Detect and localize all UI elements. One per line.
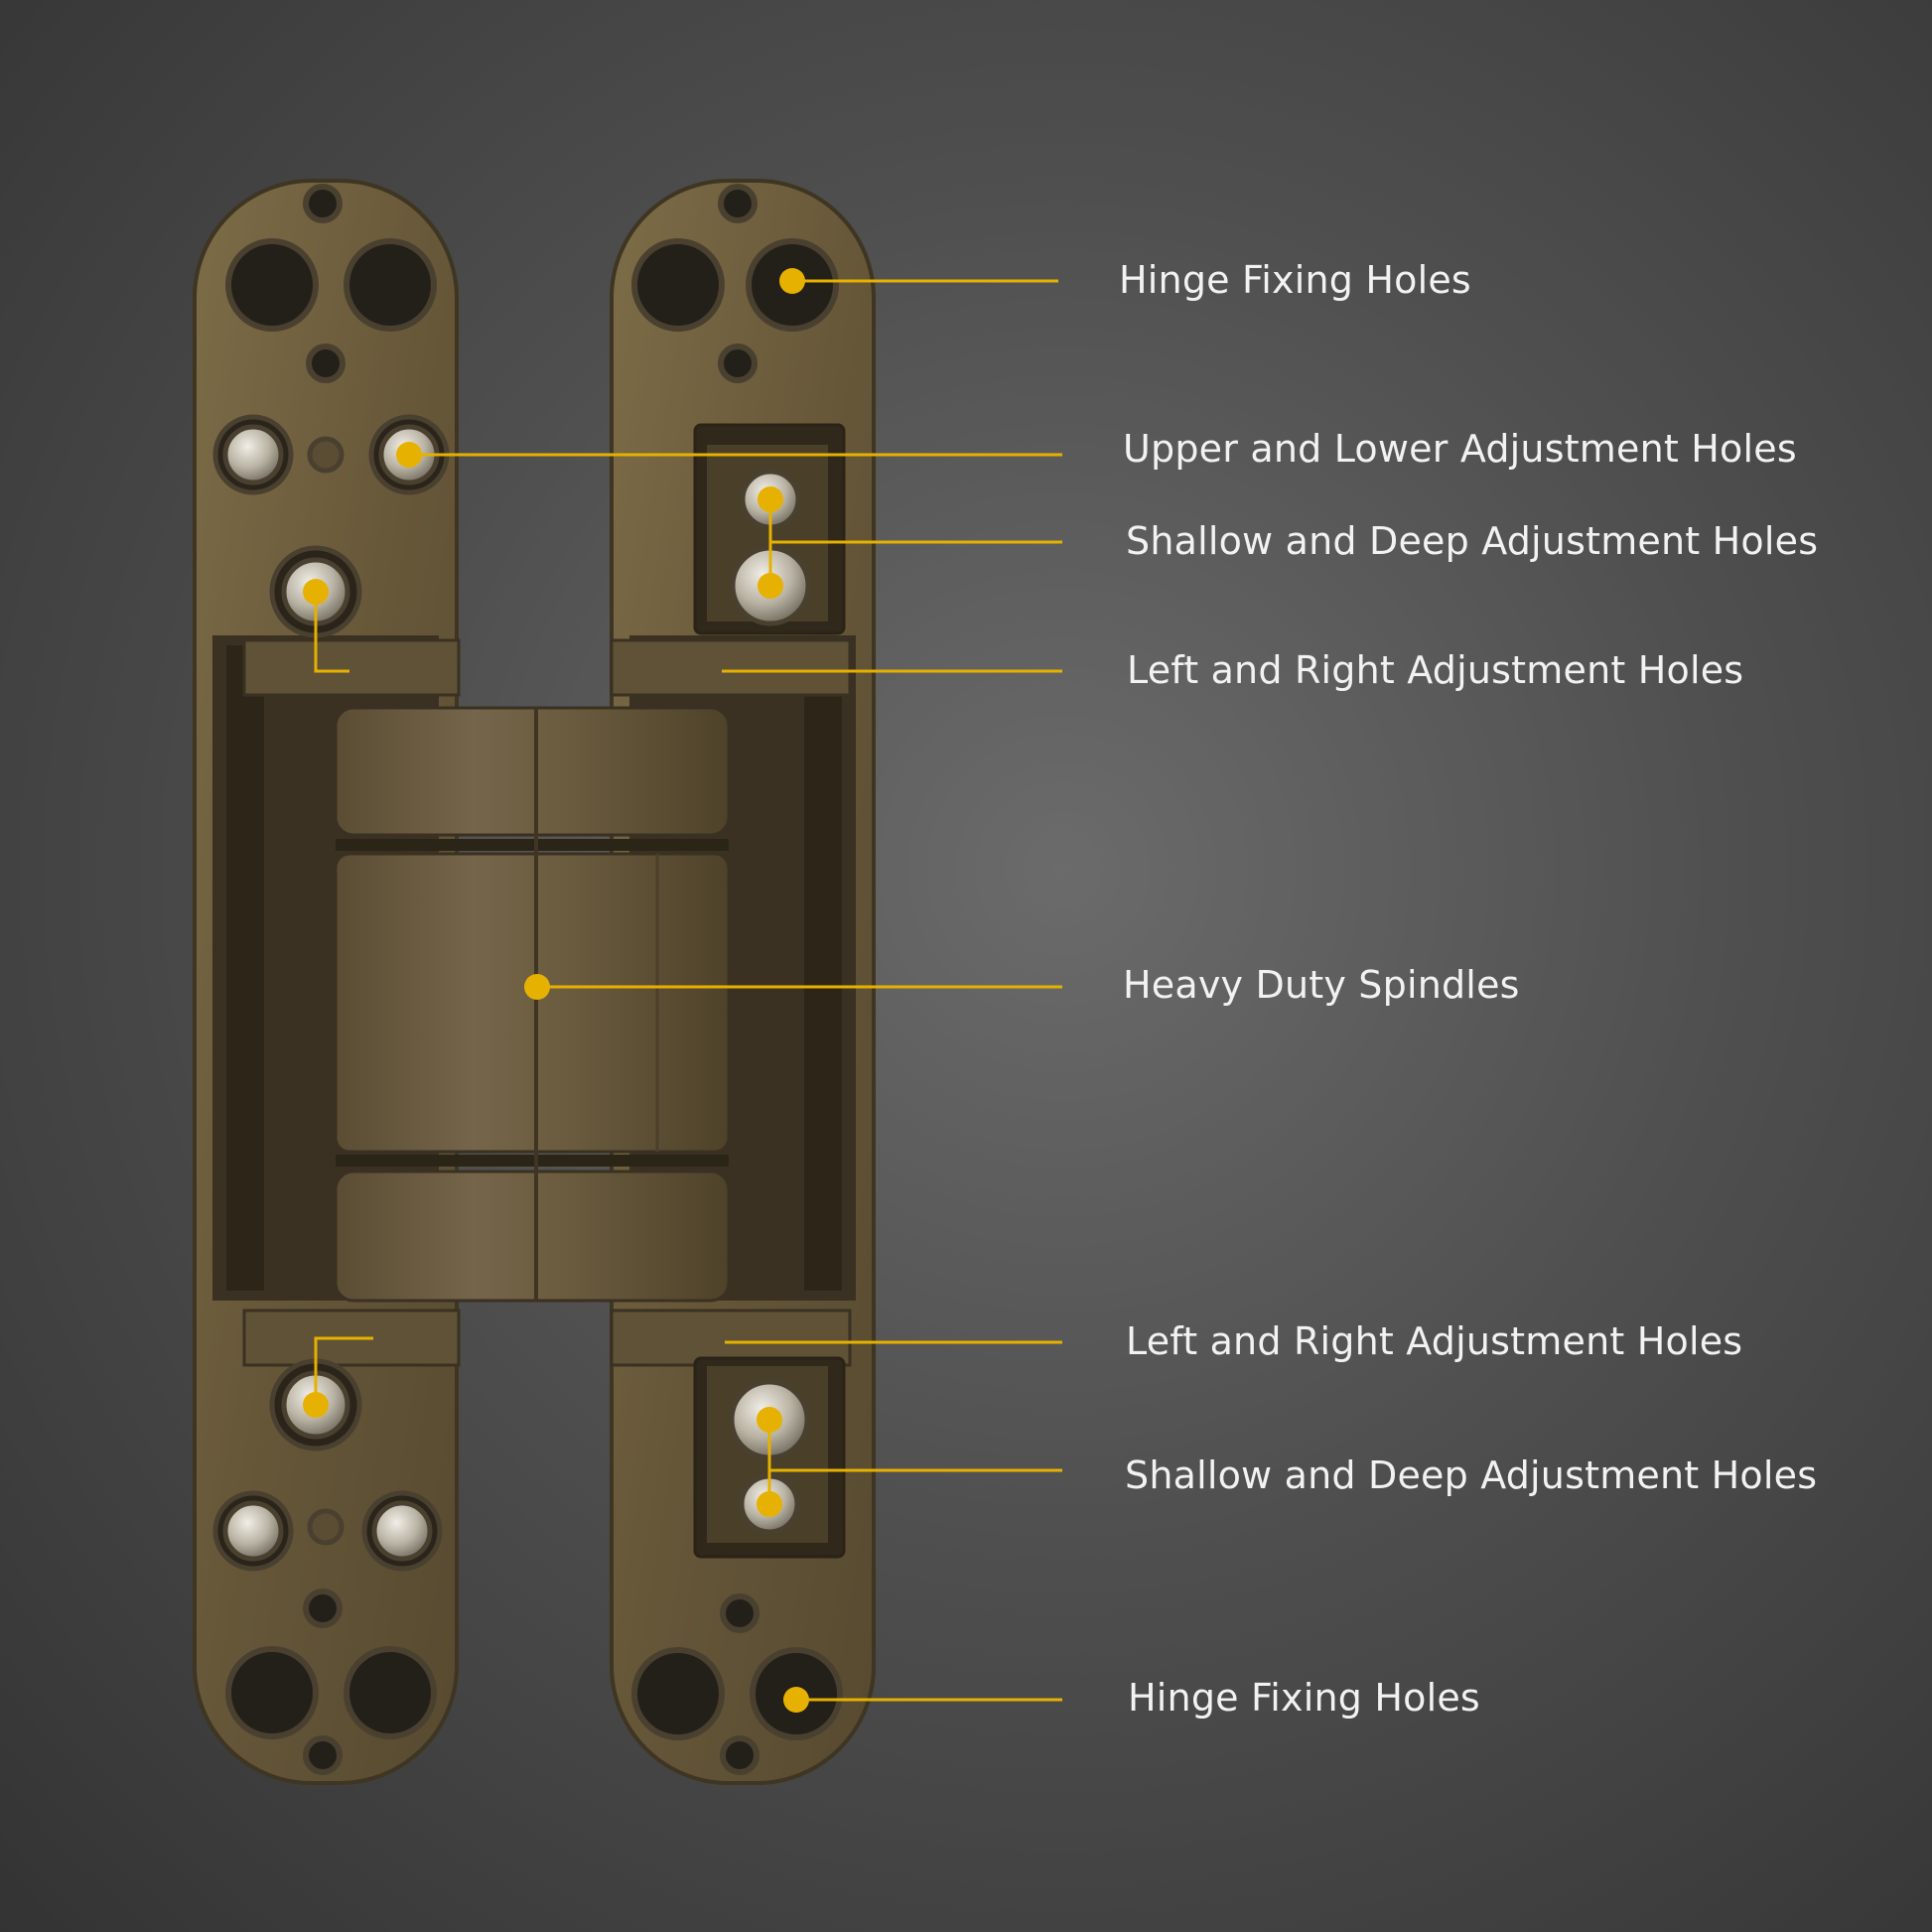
callout-dot <box>303 1392 329 1418</box>
label-left-right-adjustment-holes-top: Left and Right Adjustment Holes <box>1127 648 1744 692</box>
callout-dot <box>396 442 422 468</box>
label-shallow-deep-adjustment-holes-top: Shallow and Deep Adjustment Holes <box>1126 519 1819 563</box>
label-left-right-adjustment-holes-bottom: Left and Right Adjustment Holes <box>1126 1319 1743 1363</box>
callout-dots <box>303 268 809 1713</box>
label-hinge-fixing-holes-bottom: Hinge Fixing Holes <box>1128 1676 1480 1720</box>
leader-left-right-stem-top <box>314 592 349 673</box>
callout-dot <box>757 1491 782 1517</box>
leader-left-right-stem-bottom <box>314 1336 373 1405</box>
callout-dot <box>303 579 329 605</box>
callout-dot <box>757 1407 782 1433</box>
callout-dot <box>758 486 783 512</box>
callout-dot <box>779 268 805 294</box>
callout-leaders <box>314 279 1062 1702</box>
label-upper-lower-adjustment-holes: Upper and Lower Adjustment Holes <box>1123 427 1797 471</box>
callout-dot <box>758 573 783 599</box>
callout-dot <box>783 1687 809 1713</box>
label-heavy-duty-spindles: Heavy Duty Spindles <box>1123 963 1520 1007</box>
spindle-body <box>334 706 731 1303</box>
callout-dot <box>524 974 550 1000</box>
fixing-holes <box>225 184 843 1775</box>
label-hinge-fixing-holes-top: Hinge Fixing Holes <box>1119 258 1471 302</box>
label-shallow-deep-adjustment-holes-bottom: Shallow and Deep Adjustment Holes <box>1125 1453 1818 1497</box>
